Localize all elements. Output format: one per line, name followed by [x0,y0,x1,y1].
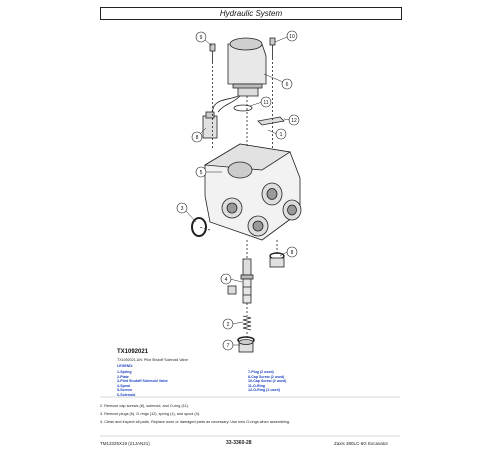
svg-text:2: 2 [227,322,230,328]
solenoid-drawing [227,37,267,97]
svg-text:1: 1 [280,132,283,138]
callout-5: 5 [195,166,207,178]
legend-item: 12-O-Ring (2 used) [248,388,280,393]
svg-text:10: 10 [289,34,295,40]
svg-text:8: 8 [291,250,294,256]
figure-id: TX1092021 [117,349,149,355]
spring-drawing [242,315,252,331]
o-ring-left-drawing [191,217,207,237]
procedure-step: 3. Remove plugs (6), O-rings (12), sprin… [100,412,201,416]
legend-item: 5-Screen [117,388,133,393]
legend-item: 3-Pilot Shutoff Solenoid Valve [117,379,168,384]
callout-1: 1 [275,128,287,140]
svg-text:11: 11 [263,100,268,106]
callout-9: 9 [195,31,207,43]
legend-title: LEGEND: [117,364,134,368]
svg-text:6: 6 [286,82,289,88]
footer-model: Zaxis 380LC-6G Excavator [334,441,389,446]
procedure-step: 4. Clean and inspect all parts. Replace … [100,420,291,424]
legend-left-column: 1-Spring 2-Plate 3-Pilot Shutoff Solenoi… [117,370,168,398]
callout-6: 6 [281,78,293,90]
svg-text:5: 5 [200,170,203,176]
figure-caption: TX1092021-UN: Pilot Shutoff Solenoid Val… [117,358,188,362]
callout-12: 12 [288,114,300,126]
callout-10: 10 [286,30,298,42]
procedure-steps: 2. Remove cap screws (8), solenoid, and … [100,402,290,426]
legend-item: 10-Cap Screw (2 used) [248,379,287,384]
svg-text:8: 8 [196,135,199,141]
callout-8a: 8 [191,131,203,143]
callout-4: 4 [220,273,232,285]
plate-drawing [257,116,285,126]
plug-bottom-drawing [237,336,255,353]
svg-text:4: 4 [225,277,228,283]
svg-text:7: 7 [227,343,230,349]
legend-item: 11-O-Ring [248,383,265,388]
cap-screw-right-drawing [269,37,276,58]
callout-8b: 8 [286,246,298,258]
leader-lines [198,58,278,338]
footer-doc-id: TM13325X19 (21JAN21) [100,441,150,446]
o-ring-drawing [233,104,253,112]
svg-text:9: 9 [200,35,203,41]
legend-item: 8-Cap Screw (2 used) [248,374,285,379]
callout-7: 7 [222,339,234,351]
legend-item: 4-Spool [117,383,131,388]
valve-body-drawing [203,143,302,241]
legend-item: 1-Spring [117,370,132,374]
legend-item: 2-Plate [117,374,129,379]
callout-3: 3 [176,202,188,214]
procedure-step: 2. Remove cap screws (8), solenoid, and … [100,404,189,408]
spool-drawing [240,258,254,304]
callout-11: 11 [260,96,272,108]
section-title: Hydraulic System [219,9,283,18]
cap-screw-left-drawing [209,43,216,62]
svg-text:12: 12 [291,118,297,124]
legend-item: 6-Solenoid [117,392,136,397]
legend-right-column: 7-Plug (2 used) 8-Cap Screw (2 used) 10-… [248,370,286,393]
footer-page-number: 33-3360-28 [226,440,252,446]
connector-drawing [202,95,241,139]
svg-text:3: 3 [181,206,184,212]
callout-2: 2 [222,318,234,330]
section-header: Hydraulic System [100,7,402,20]
legend-item: 7-Plug (2 used) [248,370,274,374]
screen-drawing [227,285,237,295]
